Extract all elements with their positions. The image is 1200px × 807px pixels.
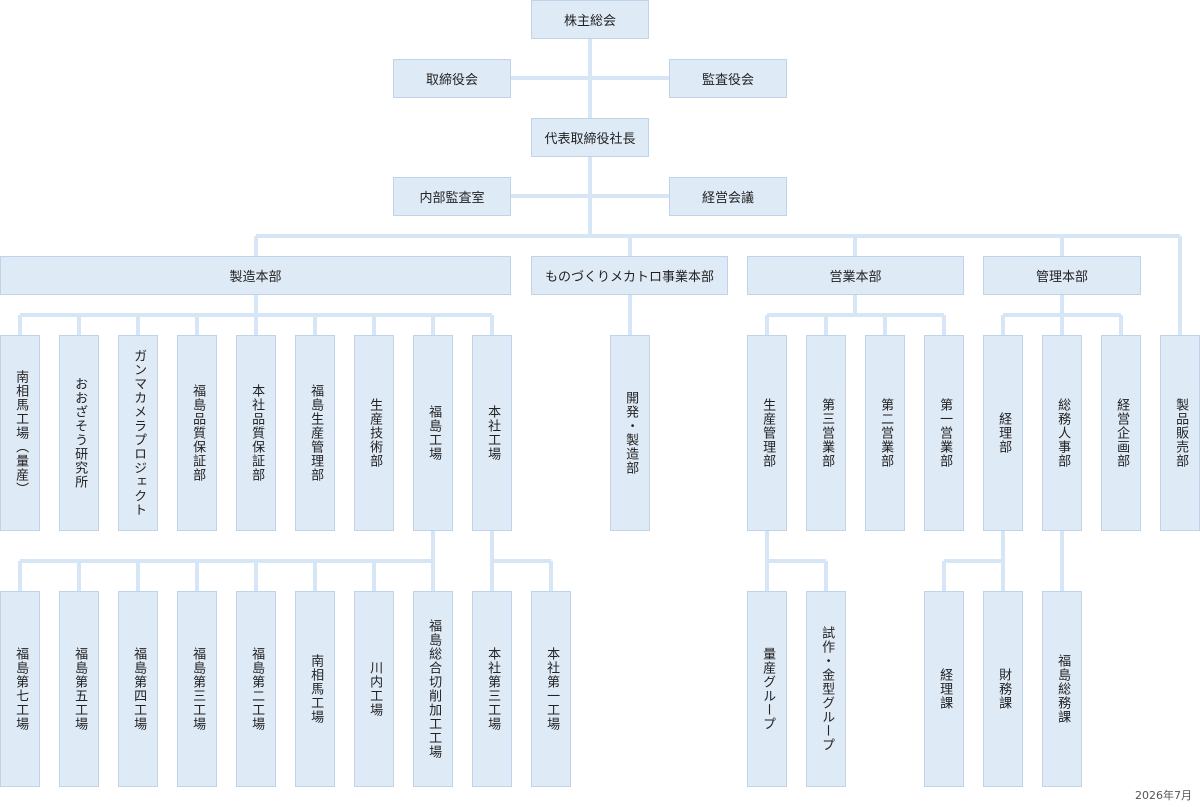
plant-fukushima-2: 福島第二工場 xyxy=(236,591,276,787)
internal-audit-box: 内部監査室 xyxy=(393,177,511,216)
auditors-box: 監査役会 xyxy=(669,59,787,98)
plant-fukushima-4: 福島第四工場 xyxy=(118,591,158,787)
footer-date: 2026年7月 xyxy=(1135,789,1192,802)
president-box: 代表取締役社長 xyxy=(531,118,649,157)
division-admin: 管理本部 xyxy=(983,256,1141,295)
dept-production-engineering: 生産技術部 xyxy=(354,335,394,531)
board-box: 取締役会 xyxy=(393,59,511,98)
section-finance: 財務課 xyxy=(983,591,1023,787)
division-sales: 営業本部 xyxy=(747,256,964,295)
section-accounting: 経理課 xyxy=(924,591,964,787)
dept-sales-2: 第二営業部 xyxy=(865,335,905,531)
group-prototype-mold: 試作・金型グループ xyxy=(806,591,846,787)
dept-fukushima-qa: 福島品質保証部 xyxy=(177,335,217,531)
dept-minamisoma-mass: 南相馬工場（量産） xyxy=(0,335,40,531)
dept-accounting: 経理部 xyxy=(983,335,1023,531)
section-fukushima-general-affairs: 福島総務課 xyxy=(1042,591,1082,787)
plant-fukushima-cutting: 福島総合切削加工工場 xyxy=(413,591,453,787)
plant-fukushima-7: 福島第七工場 xyxy=(0,591,40,787)
dept-product-sales: 製品販売部 xyxy=(1160,335,1200,531)
plant-fukushima-3: 福島第三工場 xyxy=(177,591,217,787)
plant-fukushima-5: 福島第五工場 xyxy=(59,591,99,787)
dept-corporate-planning: 経営企画部 xyxy=(1101,335,1141,531)
division-monozukuri: ものづくりメカトロ事業本部 xyxy=(531,256,728,295)
group-mass-production: 量産グループ xyxy=(747,591,787,787)
plant-kawauchi: 川内工場 xyxy=(354,591,394,787)
division-manufacturing: 製造本部 xyxy=(0,256,511,295)
dept-gamma-camera: ガンマカメラプロジェクト xyxy=(118,335,158,531)
plant-honsha-1: 本社第一工場 xyxy=(531,591,571,787)
dept-honsha-plant: 本社工場 xyxy=(472,335,512,531)
dept-ozaso-lab: おおざそう研究所 xyxy=(59,335,99,531)
plant-minamisoma: 南相馬工場 xyxy=(295,591,335,787)
dept-honsha-qa: 本社品質保証部 xyxy=(236,335,276,531)
dept-general-affairs-hr: 総務人事部 xyxy=(1042,335,1082,531)
management-meeting-box: 経営会議 xyxy=(669,177,787,216)
dept-sales-production-mgmt: 生産管理部 xyxy=(747,335,787,531)
dept-development-manufacturing: 開発・製造部 xyxy=(610,335,650,531)
shareholders-box: 株主総会 xyxy=(531,0,649,39)
plant-honsha-3: 本社第三工場 xyxy=(472,591,512,787)
dept-fukushima-production-mgmt: 福島生産管理部 xyxy=(295,335,335,531)
dept-sales-3: 第三営業部 xyxy=(806,335,846,531)
dept-sales-1: 第一営業部 xyxy=(924,335,964,531)
dept-fukushima-plant: 福島工場 xyxy=(413,335,453,531)
